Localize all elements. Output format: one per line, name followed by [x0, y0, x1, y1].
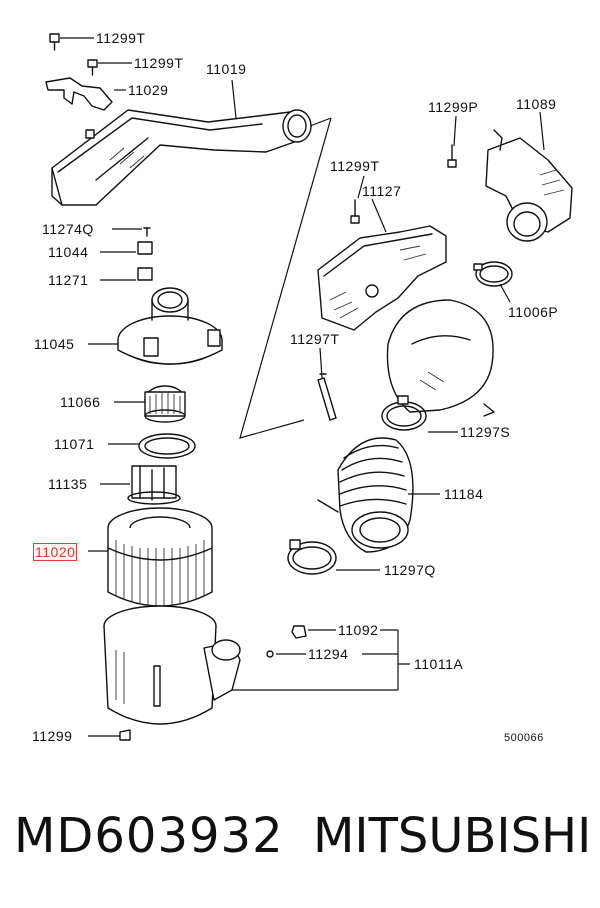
intake-elbow-11089: [485, 129, 573, 242]
bolt-11299: [119, 729, 131, 741]
diagram-code: 500066: [504, 732, 544, 744]
label-11299p: 11299P: [428, 99, 479, 115]
leader-lines: [60, 37, 545, 737]
clip-11271: [137, 267, 153, 281]
nut-11092: [291, 625, 307, 639]
diagram-drawing: [45, 33, 573, 741]
washer-11294: [266, 650, 274, 658]
clip-11044: [137, 241, 153, 255]
label-11135: 11135: [48, 476, 88, 492]
exploded-parts-diagram: 11299T 11299T 11019 11029 11299P 11089 1…: [32, 30, 573, 744]
screw-11274q: [143, 227, 151, 237]
label-11127: 11127: [362, 183, 402, 199]
hose-11184: [317, 437, 414, 553]
label-11297s: 11297S: [460, 424, 511, 440]
part-number: MD603932: [14, 808, 284, 864]
label-11092: 11092: [338, 622, 379, 638]
label-11299t-c: 11299T: [330, 158, 380, 174]
bracket-11029: [45, 77, 113, 111]
label-11019: 11019: [206, 61, 247, 77]
label-11029: 11029: [128, 82, 169, 98]
element-holder-11066: [144, 385, 186, 423]
air-cleaner-cover-11045: [117, 287, 223, 365]
label-11271: 11271: [48, 272, 89, 288]
bolt-11299t-b: [87, 59, 98, 76]
label-11299t-b: 11299T: [134, 55, 184, 71]
label-11299: 11299: [32, 728, 73, 744]
air-cleaner-body-11011a: [103, 605, 241, 725]
label-11294: 11294: [308, 646, 349, 662]
clamp-11297s: [381, 395, 427, 431]
label-11184: 11184: [444, 486, 484, 502]
clamp-11006p: [473, 261, 513, 287]
label-11299t-a: 11299T: [96, 30, 146, 46]
duct-11019: [51, 109, 312, 206]
label-11089: 11089: [516, 96, 557, 112]
clip-11297t: [317, 373, 337, 421]
label-11044: 11044: [48, 244, 89, 260]
brand-name: MITSUBISHI: [313, 808, 592, 864]
label-11297q: 11297Q: [384, 562, 436, 578]
filter-element-11020: [107, 507, 213, 607]
bolt-11299t-a: [49, 33, 60, 51]
label-11011a: 11011A: [414, 656, 464, 672]
label-11297t: 11297T: [290, 331, 340, 347]
label-11071: 11071: [54, 436, 95, 452]
group-bracket-line: [239, 117, 332, 439]
gasket-11071: [138, 433, 196, 459]
label-11006p: 11006P: [508, 304, 559, 320]
sensor-holder-11135: [127, 465, 181, 505]
label-11066: 11066: [60, 394, 101, 410]
bolt-11299p: [447, 144, 457, 168]
clamp-11297q: [287, 539, 337, 575]
label-11274q: 11274Q: [42, 221, 94, 237]
label-11045: 11045: [34, 336, 75, 352]
label-11020-highlighted: 11020: [33, 543, 78, 561]
caption: MD603932 MITSUBISHI: [0, 808, 600, 878]
bolt-11299t-c: [350, 199, 360, 224]
resonator-cover-11127: [317, 225, 447, 331]
